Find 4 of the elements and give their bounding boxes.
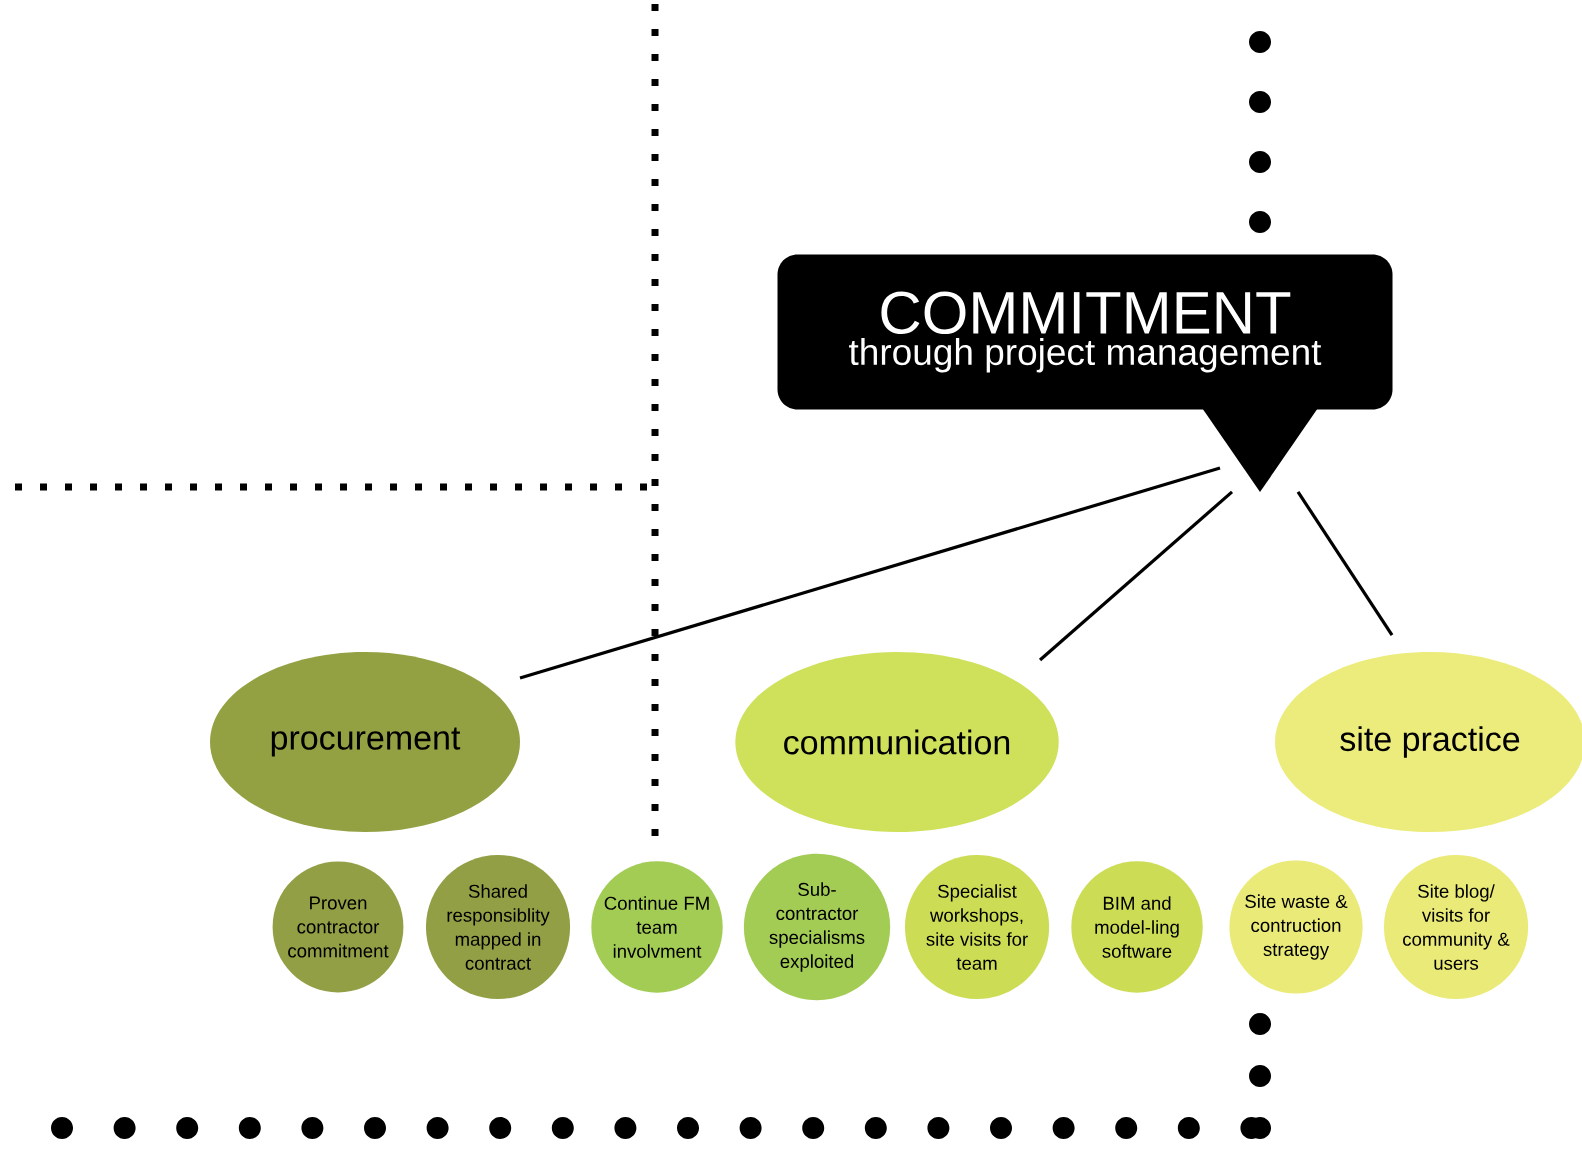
callout-box: COMMITMENT through project management bbox=[777, 254, 1393, 492]
connector-line bbox=[519, 466, 1221, 680]
connector-line bbox=[1296, 491, 1394, 636]
connector-line bbox=[1038, 490, 1234, 662]
